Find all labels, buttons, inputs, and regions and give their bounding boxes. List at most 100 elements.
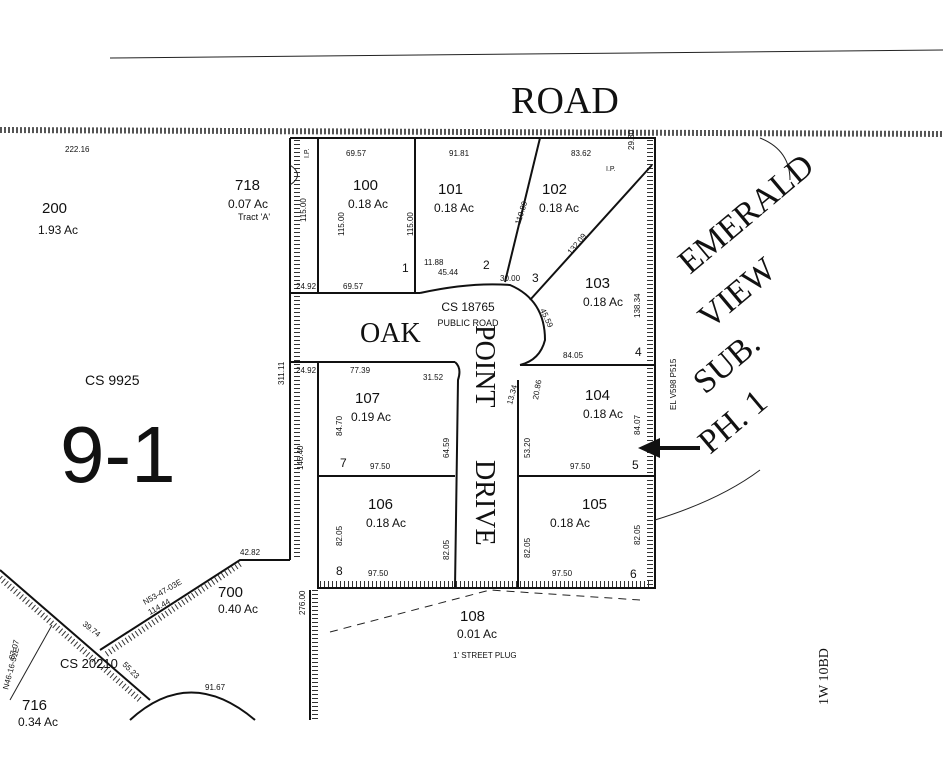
parcel-104: 104 0.18 Ac bbox=[583, 387, 623, 421]
svg-text:101: 101 bbox=[438, 181, 463, 198]
svg-text:105: 105 bbox=[582, 496, 607, 513]
svg-text:0.18 Ac: 0.18 Ac bbox=[539, 201, 579, 215]
svg-text:29.30: 29.30 bbox=[627, 129, 636, 150]
svg-text:132.09: 132.09 bbox=[566, 231, 589, 256]
corner-number: 1 bbox=[402, 261, 409, 275]
street-name-drive: DRIVE bbox=[469, 460, 500, 546]
svg-text:115.00: 115.00 bbox=[337, 212, 346, 236]
svg-text:0.18 Ac: 0.18 Ac bbox=[348, 197, 388, 211]
svg-text:82.05: 82.05 bbox=[442, 539, 451, 560]
road-type: PUBLIC ROAD bbox=[437, 318, 499, 328]
road-label: ROAD bbox=[511, 80, 619, 122]
road-north-edge bbox=[109, 49, 943, 59]
subdivision-boundary bbox=[290, 137, 656, 589]
svg-text:11.88: 11.88 bbox=[424, 258, 444, 267]
svg-text:100: 100 bbox=[353, 177, 378, 194]
map-number: 9-1 bbox=[60, 410, 176, 499]
parcel-200: 200 1.93 Ac bbox=[38, 200, 78, 237]
svg-text:45.44: 45.44 bbox=[438, 268, 459, 277]
svg-text:222.16: 222.16 bbox=[65, 145, 90, 154]
ip-label: I.P. bbox=[606, 166, 616, 173]
svg-text:700: 700 bbox=[218, 584, 243, 601]
svg-text:0.18 Ac: 0.18 Ac bbox=[434, 201, 474, 215]
road-edge-west bbox=[454, 361, 461, 589]
svg-text:311.11: 311.11 bbox=[277, 361, 286, 385]
svg-text:97.50: 97.50 bbox=[368, 569, 389, 578]
svg-text:31.52: 31.52 bbox=[423, 373, 444, 382]
svg-text:115.00: 115.00 bbox=[299, 198, 308, 222]
lot-line bbox=[529, 164, 653, 301]
survey-ref: CS 20210 bbox=[60, 656, 118, 671]
parcel-101: 101 0.18 Ac bbox=[434, 181, 474, 215]
svg-text:69.57: 69.57 bbox=[343, 282, 364, 291]
svg-text:0.18 Ac: 0.18 Ac bbox=[550, 516, 590, 530]
svg-text:83.62: 83.62 bbox=[571, 149, 592, 158]
svg-text:24.92: 24.92 bbox=[296, 282, 317, 291]
road-cs: CS 18765 bbox=[441, 300, 495, 314]
svg-text:39.74: 39.74 bbox=[81, 619, 103, 639]
svg-text:0.34 Ac: 0.34 Ac bbox=[18, 715, 58, 729]
svg-text:716: 716 bbox=[22, 697, 47, 714]
tract-curve bbox=[289, 164, 298, 186]
parcel-105: 105 0.18 Ac bbox=[550, 496, 607, 530]
parcel-107: 107 0.19 Ac bbox=[351, 390, 391, 424]
street-name-oak: OAK bbox=[360, 318, 421, 349]
leader-line bbox=[759, 137, 791, 181]
svg-text:0.18 Ac: 0.18 Ac bbox=[366, 516, 406, 530]
svg-text:115.00: 115.00 bbox=[406, 212, 415, 236]
svg-text:84.07: 84.07 bbox=[633, 414, 642, 435]
corner-number: 8 bbox=[336, 564, 343, 578]
svg-text:110.89: 110.89 bbox=[513, 200, 529, 226]
svg-text:N46-16-51E: N46-16-51E bbox=[1, 647, 21, 691]
svg-text:108: 108 bbox=[460, 608, 485, 625]
svg-text:82.05: 82.05 bbox=[633, 524, 642, 545]
ip-label: I.P. bbox=[304, 148, 311, 158]
svg-text:91.81: 91.81 bbox=[449, 149, 470, 158]
svg-text:30.00: 30.00 bbox=[500, 274, 521, 283]
parcel-100: 100 0.18 Ac bbox=[348, 177, 388, 211]
svg-text:0.40 Ac: 0.40 Ac bbox=[218, 602, 258, 616]
svg-text:53.20: 53.20 bbox=[523, 437, 532, 458]
svg-text:64.59: 64.59 bbox=[442, 437, 451, 458]
parcel-102: 102 0.18 Ac bbox=[539, 181, 579, 215]
svg-text:42.82: 42.82 bbox=[240, 548, 261, 557]
arrow-head bbox=[638, 438, 660, 458]
map-ref: 1W 10BD bbox=[817, 648, 832, 705]
svg-text:104: 104 bbox=[585, 387, 610, 404]
svg-text:276.00: 276.00 bbox=[298, 590, 307, 615]
svg-text:0.18 Ac: 0.18 Ac bbox=[583, 407, 623, 421]
svg-text:24.92: 24.92 bbox=[296, 366, 317, 375]
svg-text:1' STREET PLUG: 1' STREET PLUG bbox=[453, 651, 517, 660]
svg-text:0.01 Ac: 0.01 Ac bbox=[457, 627, 497, 641]
parcel-700: 700 0.40 Ac bbox=[218, 584, 258, 616]
parcel-108: 108 0.01 Ac 1' STREET PLUG bbox=[453, 608, 517, 660]
svg-text:97.50: 97.50 bbox=[370, 462, 391, 471]
corner-number: 7 bbox=[340, 456, 347, 470]
parcel-716-hatch bbox=[0, 575, 142, 703]
svg-text:0.18 Ac: 0.18 Ac bbox=[583, 295, 623, 309]
svg-text:107: 107 bbox=[355, 390, 380, 407]
svg-text:146.40: 146.40 bbox=[296, 445, 305, 470]
svg-text:102: 102 bbox=[542, 181, 567, 198]
svg-text:1.93 Ac: 1.93 Ac bbox=[38, 223, 78, 237]
svg-text:0.07 Ac: 0.07 Ac bbox=[228, 197, 268, 211]
svg-text:103: 103 bbox=[585, 275, 610, 292]
svg-text:Tract 'A': Tract 'A' bbox=[238, 212, 270, 222]
parcel-arc bbox=[129, 691, 256, 721]
svg-text:91.67: 91.67 bbox=[205, 683, 226, 692]
leader-line bbox=[654, 469, 761, 521]
corner-number: 2 bbox=[483, 258, 490, 272]
cul-de-sac bbox=[419, 283, 547, 366]
svg-text:82.05: 82.05 bbox=[523, 537, 532, 558]
svg-text:82.05: 82.05 bbox=[335, 525, 344, 546]
svg-text:20.86: 20.86 bbox=[531, 379, 543, 401]
corner-number: 5 bbox=[632, 458, 639, 472]
svg-text:97.50: 97.50 bbox=[552, 569, 573, 578]
parcel-716-line bbox=[0, 569, 151, 701]
svg-text:84.05: 84.05 bbox=[563, 351, 584, 360]
svg-text:97.50: 97.50 bbox=[570, 462, 591, 471]
road-south-edge bbox=[0, 127, 943, 137]
svg-text:69.57: 69.57 bbox=[346, 149, 367, 158]
